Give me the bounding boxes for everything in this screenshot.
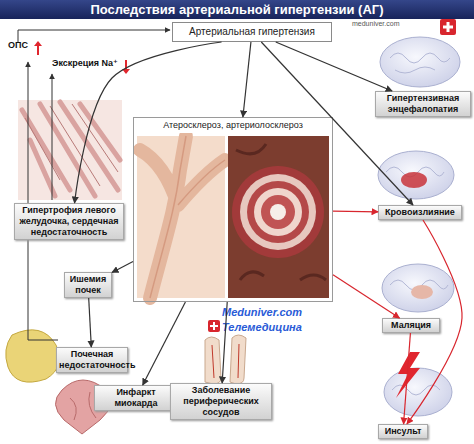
vessel-ring xyxy=(247,181,309,243)
node-text: Гипертрофия левого желудочка, сердечная … xyxy=(17,205,121,238)
consequence-label: Кровоизлияние xyxy=(378,205,462,220)
feedback-line xyxy=(28,340,58,341)
brain-outline xyxy=(382,264,454,312)
bleed-spot xyxy=(401,172,427,188)
brain-malacia xyxy=(382,264,454,312)
fibre-line xyxy=(25,104,118,186)
consequence-label: Гипертензивная энцефалопатия xyxy=(375,91,471,117)
lightning-bolt xyxy=(396,352,420,398)
fibre-area xyxy=(18,100,122,200)
feedback-line xyxy=(52,74,53,200)
feedback-line xyxy=(28,62,29,340)
image-background xyxy=(228,136,329,298)
tissue-streak xyxy=(236,144,326,280)
node-text: Инсульт xyxy=(381,426,425,437)
consequence-label: Ишемия почек xyxy=(64,272,112,298)
increase-arrow-head xyxy=(34,41,42,46)
consequence-label: Гипертрофия левого желудочка, сердечная … xyxy=(14,203,124,240)
logo-cross xyxy=(210,322,218,330)
artery-branch-image xyxy=(137,136,225,298)
connector-arrow xyxy=(333,275,399,318)
myocardium-fibres xyxy=(18,100,122,200)
connector-arrow xyxy=(112,262,133,273)
consequence-label: Маляция xyxy=(382,318,440,333)
node-text: Ишемия почек xyxy=(67,274,109,296)
brain-outline xyxy=(378,151,454,199)
image-frame: Атеросклероз, артериолосклероз xyxy=(133,117,333,302)
connector-arrow xyxy=(143,302,186,385)
connector-arrow xyxy=(404,333,411,424)
brain-stroke xyxy=(384,352,452,416)
vessel-wall xyxy=(150,136,225,298)
brain-outline xyxy=(384,368,452,416)
consequence-label: Почечная недостаточность xyxy=(56,347,128,373)
connector-arrow xyxy=(89,298,92,347)
title-band xyxy=(0,0,474,19)
softening-spot xyxy=(411,285,433,299)
node-text: Кровоизлияние xyxy=(381,207,459,218)
node-text: Заболевание периферических сосудов xyxy=(173,385,269,418)
feedback-line xyxy=(18,30,170,42)
heart-vessel xyxy=(70,392,96,420)
image-background xyxy=(137,136,225,298)
brain-hemorrhage xyxy=(378,151,454,199)
legs-drawing xyxy=(205,335,246,384)
connector-arrow xyxy=(222,302,227,383)
logo-mark xyxy=(208,320,220,332)
watermark: meduniver.com xyxy=(352,20,399,27)
leg-artery xyxy=(212,344,239,378)
factor-label: ОПС xyxy=(8,40,28,50)
node-text: Маляция xyxy=(385,320,437,331)
factor-label: Экскреция Na⁺ xyxy=(52,58,118,68)
vessel-ring xyxy=(254,188,302,236)
connector-arrow xyxy=(75,42,222,203)
brain-encephalopathy xyxy=(380,37,460,87)
connector-arrow xyxy=(276,42,392,91)
logo-mark xyxy=(440,19,456,35)
fibre xyxy=(22,102,120,196)
arteriole-histology-image xyxy=(228,136,329,298)
connector-arrow xyxy=(243,42,251,117)
vessel-ring xyxy=(261,195,295,229)
node-text: Почечная недостаточность xyxy=(59,349,125,371)
consequence-label: Заболевание периферических сосудов xyxy=(170,383,272,420)
diagram-title: Последствия артериальной гипертензии (АГ… xyxy=(0,1,474,18)
node-text: Инфаркт миокарда xyxy=(97,387,175,409)
node-text: Атеросклероз, артериолосклероз xyxy=(134,118,332,133)
consequence-label: Инфаркт миокарда xyxy=(94,385,178,411)
vessel-ring xyxy=(232,166,324,258)
vessel-ring xyxy=(240,174,316,250)
connector-arrow xyxy=(261,42,413,205)
watermark: Телемедицина xyxy=(222,321,302,333)
brain-outline xyxy=(380,37,460,87)
root-cause-box: Артериальная гипертензия xyxy=(172,22,332,42)
vessel xyxy=(140,136,225,298)
decrease-arrow-head xyxy=(122,69,130,74)
watermark: Meduniver.com xyxy=(222,306,302,318)
kidney-drawing xyxy=(6,330,60,382)
vessel-lumen xyxy=(270,204,286,220)
consequence-label: Инсульт xyxy=(378,424,428,439)
node-text: Артериальная гипертензия xyxy=(175,26,329,37)
logo-cross xyxy=(443,22,453,32)
node-text: Гипертензивная энцефалопатия xyxy=(378,93,468,115)
connector-arrow xyxy=(407,220,462,424)
connector-arrow xyxy=(333,211,378,213)
brain-gyri xyxy=(390,53,450,73)
